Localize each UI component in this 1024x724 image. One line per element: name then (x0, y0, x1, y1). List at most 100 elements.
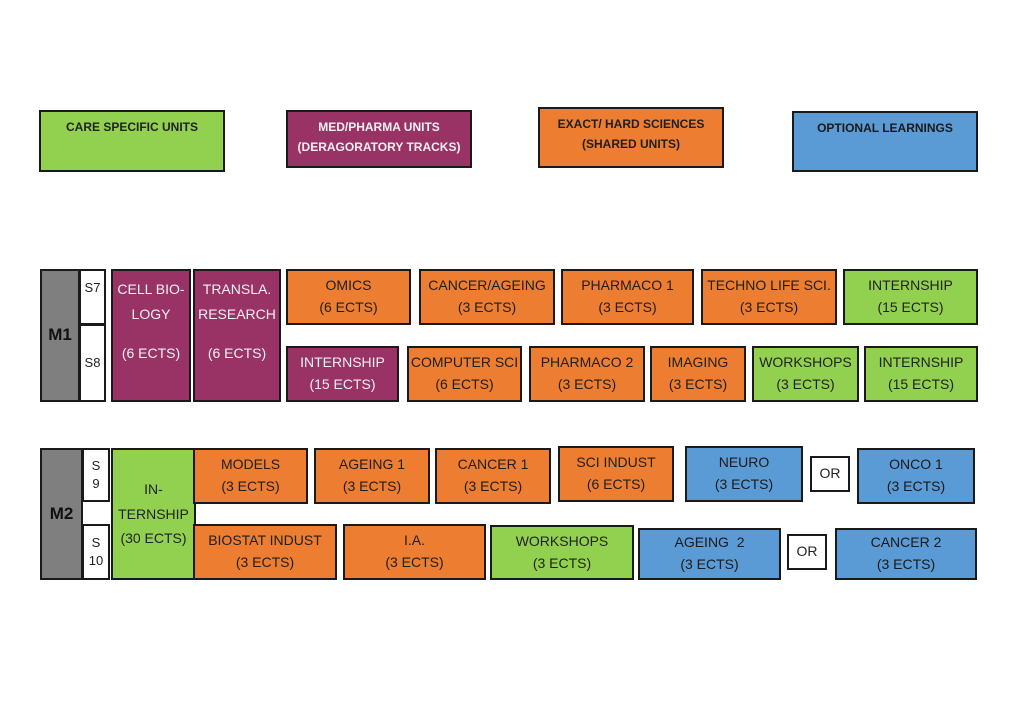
unit-name: INTERNSHIP (868, 277, 953, 294)
semester-s7: S7 (79, 269, 106, 325)
unit-ects: (3 ECTS) (385, 554, 444, 570)
unit-name: TERNSHIP (118, 505, 189, 522)
unit-neuro: NEURO (3 ECTS) (685, 446, 803, 502)
unit-ects: (15 ECTS) (887, 376, 955, 392)
unit-cancer-ageing: CANCER/AGEING (3 ECTS) (419, 269, 555, 325)
unit-ageing-1: AGEING 1 (3 ECTS) (314, 448, 430, 504)
unit-ects: (30 ECTS) (120, 530, 187, 547)
unit-name: ONCO 1 (889, 456, 943, 473)
unit-ects: (3 ECTS) (876, 556, 936, 572)
unit-sci-indust: SCI INDUST (6 ECTS) (558, 446, 674, 502)
unit-name: AGEING 2 (674, 534, 745, 551)
unit-omics: OMICS (6 ECTS) (286, 269, 411, 325)
year-m2-label: M2 (40, 448, 83, 580)
or-label: OR (819, 465, 841, 482)
unit-ects: (3 ECTS) (739, 299, 799, 315)
unit-name: PHARMACO 1 (581, 277, 674, 294)
unit-ects: (3 ECTS) (221, 478, 280, 494)
unit-internship-med-s8: INTERNSHIP (15 ECTS) (286, 346, 399, 402)
unit-ects: (3 ECTS) (886, 478, 946, 494)
unit-ects: (3 ECTS) (235, 554, 295, 570)
unit-ects: (6 ECTS) (435, 376, 494, 392)
unit-internship-s7: INTERNSHIP (15 ECTS) (843, 269, 978, 325)
semester-s8: S8 (79, 324, 106, 402)
legend-exact-sciences: EXACT/ HARD SCIENCES (SHARED UNITS) (538, 107, 724, 168)
year-m1-label: M1 (40, 269, 80, 402)
unit-ects: (3 ECTS) (598, 299, 657, 315)
semester-label: 10 (88, 553, 104, 568)
legend-label: OPTIONAL LEARNINGS (817, 121, 953, 135)
unit-name: IN- (144, 481, 163, 498)
unit-name: WORKSHOPS (515, 532, 609, 549)
unit-name: COMPUTER SCI (410, 354, 519, 371)
unit-name: LOGY (131, 306, 171, 323)
unit-ects: (3 ECTS) (776, 376, 835, 392)
unit-ects: (3 ECTS) (457, 299, 517, 315)
unit-transla-research: TRANSLA. RESEARCH (6 ECTS) (193, 269, 281, 402)
unit-models: MODELS (3 ECTS) (193, 448, 308, 504)
unit-internship-s8: INTERNSHIP (15 ECTS) (864, 346, 978, 402)
unit-pharmaco-1: PHARMACO 1 (3 ECTS) (561, 269, 694, 325)
unit-internship-m2: IN- TERNSHIP (30 ECTS) (111, 448, 196, 580)
legend-optional-learnings: OPTIONAL LEARNINGS (792, 111, 978, 172)
unit-computer-sci: COMPUTER SCI (6 ECTS) (407, 346, 522, 402)
or-connector-s9: OR (810, 456, 850, 492)
unit-name: OMICS (325, 277, 372, 294)
semester-label: S8 (84, 355, 101, 371)
unit-name: IMAGING (667, 354, 729, 371)
legend-label: EXACT/ HARD SCIENCES (557, 117, 705, 131)
unit-name: TRANSLA. (202, 281, 272, 297)
semester-label: S (91, 458, 101, 474)
unit-ects: (6 ECTS) (121, 345, 181, 362)
unit-name: CELL BIO- (117, 281, 185, 297)
unit-ects: (3 ECTS) (532, 554, 592, 571)
unit-name: CANCER/AGEING (428, 277, 546, 294)
legend-med-pharma-units: MED/PHARMA UNITS (DERAGORATORY TRACKS) (286, 110, 472, 168)
unit-ects: (15 ECTS) (877, 299, 944, 315)
semester-label: 9 (92, 476, 100, 491)
legend-label: MED/PHARMA UNITS (318, 120, 440, 134)
year-label: M1 (48, 325, 72, 345)
unit-workshops-s8: WORKSHOPS (3 ECTS) (752, 346, 859, 402)
unit-ects: (3 ECTS) (680, 556, 739, 572)
unit-name: I.A. (403, 532, 425, 549)
unit-techno-life-sci: TECHNO LIFE SCI. (3 ECTS) (701, 269, 837, 325)
unit-name: WORKSHOPS (759, 354, 852, 371)
unit-name: CANCER 2 (870, 534, 942, 551)
unit-pharmaco-2: PHARMACO 2 (3 ECTS) (529, 346, 645, 402)
semester-s9: S 9 (82, 448, 110, 502)
unit-ageing-2: AGEING 2 (3 ECTS) (638, 528, 781, 580)
semester-label: S (91, 535, 101, 551)
unit-ects: (3 ECTS) (557, 376, 617, 392)
unit-name: NEURO (718, 454, 770, 471)
legend-care-specific-units: CARE SPECIFIC UNITS (39, 110, 225, 172)
unit-name: INTERNSHIP (878, 354, 964, 371)
unit-ects: (6 ECTS) (319, 299, 378, 315)
unit-name: INTERNSHIP (300, 354, 385, 371)
unit-ects: (6 ECTS) (586, 476, 646, 492)
unit-imaging: IMAGING (3 ECTS) (650, 346, 746, 402)
unit-ects: (3 ECTS) (714, 476, 774, 492)
unit-ects: (6 ECTS) (207, 345, 267, 362)
unit-ects: (3 ECTS) (342, 478, 402, 494)
unit-biostat-indust: BIOSTAT INDUST (3 ECTS) (193, 524, 337, 580)
semester-s10: S 10 (82, 524, 110, 580)
or-connector-s10: OR (787, 534, 827, 570)
unit-ects: (3 ECTS) (668, 376, 728, 392)
unit-workshops-s10: WORKSHOPS (3 ECTS) (490, 525, 634, 580)
unit-name: SCI INDUST (576, 454, 656, 471)
legend-label: CARE SPECIFIC UNITS (65, 120, 198, 134)
unit-ects: (15 ECTS) (309, 376, 376, 392)
legend-sublabel: (DERAGORATORY TRACKS) (297, 139, 461, 154)
year-label: M2 (49, 503, 74, 523)
unit-name: CANCER 1 (457, 456, 529, 473)
or-label: OR (796, 543, 818, 560)
legend-sublabel: (SHARED UNITS) (582, 136, 680, 151)
unit-ia: I.A. (3 ECTS) (343, 524, 486, 580)
unit-cell-biology: CELL BIO- LOGY (6 ECTS) (111, 269, 191, 402)
unit-ects: (3 ECTS) (463, 478, 523, 494)
unit-name: AGEING 1 (338, 456, 406, 473)
unit-name: TECHNO LIFE SCI. (707, 277, 831, 294)
semester-label: S7 (84, 280, 101, 295)
unit-name: PHARMACO 2 (540, 354, 634, 371)
